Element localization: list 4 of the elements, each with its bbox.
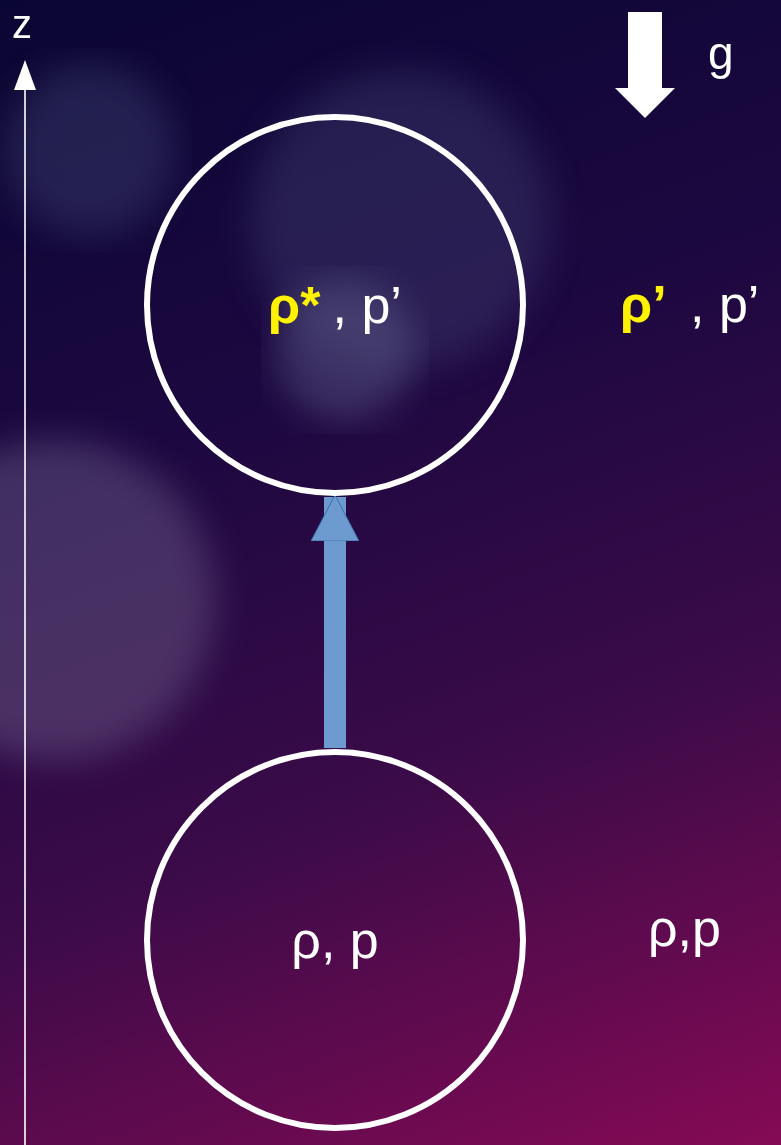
axis-label: z	[12, 4, 32, 44]
parcel-circle	[143, 113, 527, 497]
arrow	[310, 494, 360, 748]
parcel-circle	[143, 748, 527, 1132]
